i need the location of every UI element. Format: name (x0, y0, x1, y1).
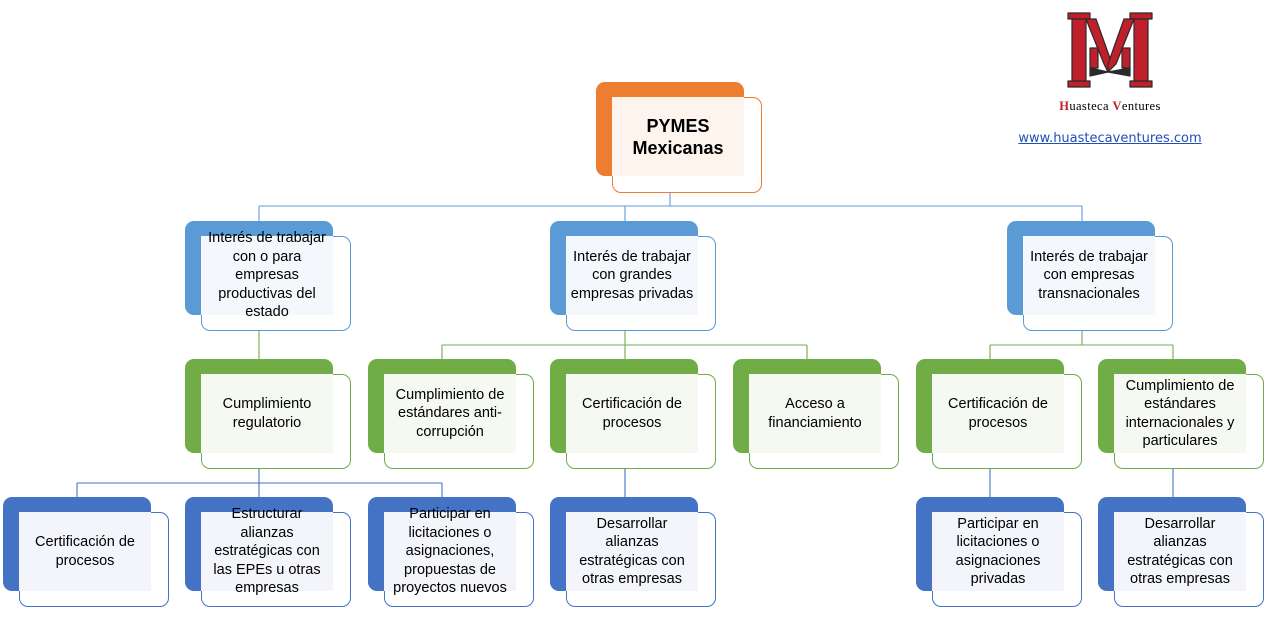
action-label: Estructurar alianzas estratégicas con la… (201, 506, 333, 596)
interest-label: Interés de trabajar con o para empresas … (201, 230, 333, 320)
huasteca-ventures-logo-icon (1067, 12, 1153, 88)
brand-word-2: entures (1121, 99, 1161, 113)
requirement-label: Cumplimiento de estándares anti-corrupci… (384, 374, 516, 453)
root-label-line1: PYMES (646, 115, 710, 136)
action-label: Participar en licitaciones o asignacione… (384, 506, 516, 596)
brand-initial-h: H (1059, 99, 1070, 113)
connector-req1-actions (76, 468, 443, 498)
requirement-label: Cumplimiento regulatorio (201, 374, 333, 453)
interest-label: Interés de trabajar con empresas transna… (1023, 236, 1155, 315)
requirement-label: Cumplimiento de estándares internacional… (1114, 374, 1246, 453)
requirement-label: Acceso a financiamiento (749, 374, 881, 453)
root-label-line2: Mexicanas (632, 137, 724, 158)
action-label: Participar en licitaciones o asignacione… (932, 512, 1064, 591)
action-label: Desarrollar alianzas estratégicas con ot… (1114, 512, 1246, 591)
brand-name: Huasteca Ventures (1010, 99, 1210, 114)
brand-word-1: uasteca (1069, 99, 1113, 113)
requirement-label: Certificación de procesos (932, 374, 1064, 453)
brand-initial-v: V (1112, 99, 1122, 113)
connector-root-interests (258, 192, 1083, 221)
interest-label: Interés de trabajar con grandes empresas… (566, 236, 698, 315)
root-node-label: PYMES Mexicanas (612, 97, 744, 176)
website-link[interactable]: www.huastecaventures.com (1018, 131, 1202, 146)
action-label: Certificación de procesos (19, 512, 151, 591)
connector-interest2-reqs (441, 330, 808, 360)
connector-interest3-reqs (989, 330, 1174, 360)
requirement-label: Certificación de procesos (566, 374, 698, 453)
action-label: Desarrollar alianzas estratégicas con ot… (566, 512, 698, 591)
